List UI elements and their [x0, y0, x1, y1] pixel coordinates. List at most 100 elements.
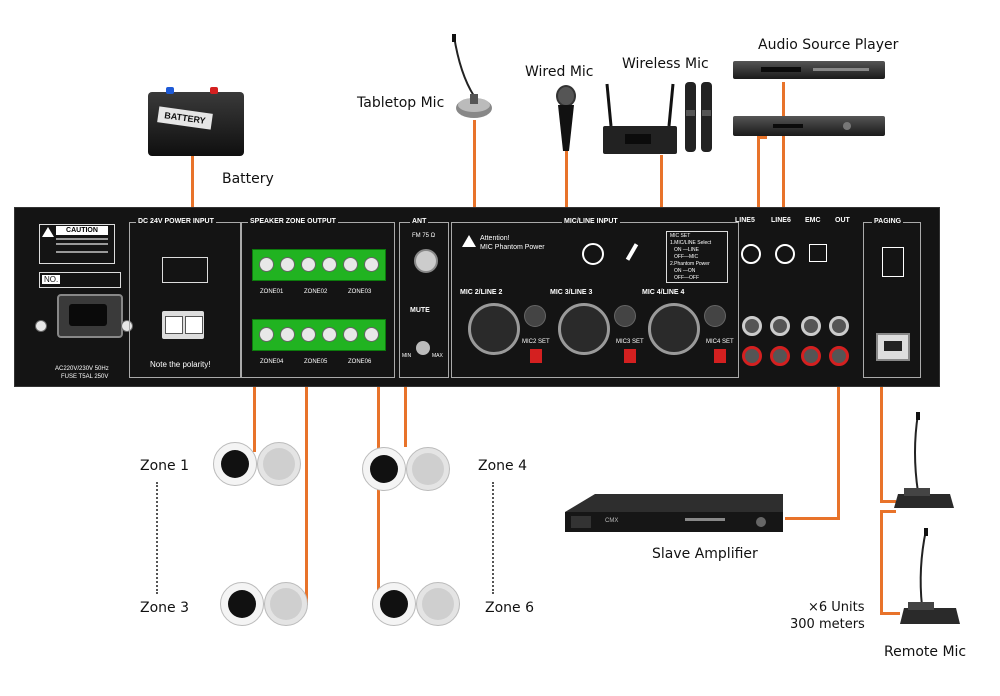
- dip-switch: [530, 349, 542, 363]
- zone6-speakers: [372, 580, 460, 626]
- rca-jack: [801, 316, 821, 336]
- mic-input-label: MIC 3/LINE 3: [550, 289, 593, 296]
- zone-terminal-block-1: [252, 249, 386, 281]
- emc-title: EMC: [805, 217, 821, 224]
- mic-set-label: MIC2 SET: [522, 339, 550, 345]
- antenna-connector: [414, 249, 438, 273]
- remote-mic-wire-v1: [880, 362, 883, 502]
- rca-jack: [770, 316, 790, 336]
- mic-set-line: 1.MIC/LINE Select: [670, 240, 712, 246]
- zone3-label: Zone 3: [140, 600, 189, 616]
- slave-amp-brand: CMX: [605, 518, 619, 524]
- xlr-input-2: [468, 303, 520, 355]
- zone3-wire: [305, 347, 308, 605]
- ac-power-socket: [57, 294, 123, 338]
- paging-title: PAGING: [872, 218, 904, 225]
- fm-label: FM 75 Ω: [412, 233, 436, 239]
- terminal-screw: [301, 327, 316, 342]
- wireless-mic-device: [601, 80, 717, 156]
- remote-mic-wire-h2: [880, 510, 896, 513]
- zone-left-divider: [156, 482, 158, 594]
- mic-input-label: MIC 2/LINE 2: [460, 289, 503, 296]
- serial-number-box: NO.: [39, 272, 121, 288]
- remote-mic-wire-v2: [880, 510, 883, 614]
- rca-jack: [742, 316, 762, 336]
- paging-mic-icon: [882, 247, 904, 277]
- remote-mic-label: Remote Mic: [884, 644, 967, 660]
- knob-max-label: MAX: [432, 353, 443, 359]
- zone-label: ZONE04: [260, 359, 284, 365]
- mic-set-line: ON —LINE: [674, 247, 700, 253]
- panel-screw: [121, 320, 133, 332]
- slave-amplifier-device: CMX: [565, 492, 783, 534]
- mute-title: MUTE: [408, 307, 432, 314]
- dc-terminal-block: [162, 311, 204, 339]
- remote-mic-2: [900, 528, 960, 628]
- slave-amp-wire-v: [837, 330, 840, 520]
- mic-set-title: MIC SET: [670, 233, 691, 239]
- caution-title: CAUTION: [56, 226, 108, 235]
- tabletop-mic-device: [450, 34, 496, 122]
- ant-title: ANT: [410, 218, 429, 225]
- xlr-input-3: [558, 303, 610, 355]
- remote-mic-wire-h1: [880, 500, 896, 503]
- wired-mic-device: [553, 85, 579, 153]
- fuse-rating-text: FUSE T5AL 250V: [61, 374, 109, 380]
- warning-icon: [42, 227, 54, 237]
- battery-device: BATTERY: [148, 84, 248, 156]
- zone6-label: Zone 6: [485, 600, 534, 616]
- zone-right-divider: [492, 482, 494, 594]
- tabletop-mic-label: Tabletop Mic: [357, 95, 445, 111]
- terminal-screw: [322, 327, 337, 342]
- mic-set-line: OFF—OFF: [674, 275, 699, 281]
- zone1-label: Zone 1: [140, 458, 189, 474]
- rj45-port: [876, 333, 910, 361]
- audio-player-2: [733, 116, 885, 136]
- terminal-screw: [343, 257, 358, 272]
- mic-set-line: OFF—MIC: [674, 254, 699, 260]
- slave-amplifier-label: Slave Amplifier: [652, 546, 758, 562]
- mic-set-line: 2.Phantom Power: [670, 261, 710, 267]
- attention-icon: [462, 235, 476, 247]
- dip-switch: [714, 349, 726, 363]
- xlr-male-connector: [524, 305, 546, 327]
- dc-input-title: DC 24V POWER INPUT: [136, 218, 216, 225]
- cd-icon: [741, 244, 761, 264]
- distance-label: 300 meters: [790, 617, 865, 632]
- terminal-screw: [364, 327, 379, 342]
- dc-input-section: DC 24V POWER INPUT Note the polarity!: [129, 218, 241, 378]
- zone-label: ZONE03: [348, 289, 372, 295]
- line6-title: LINE6: [771, 217, 791, 224]
- emergency-exit-icon: [809, 244, 827, 262]
- zone3-speakers: [220, 580, 308, 626]
- terminal-screw: [343, 327, 358, 342]
- zone-label: ZONE06: [348, 359, 372, 365]
- rca-jack: [829, 316, 849, 336]
- serial-number-label: NO.: [42, 275, 61, 284]
- terminal-screw: [280, 257, 295, 272]
- cd-icon: [775, 244, 795, 264]
- mic-set-label: MIC4 SET: [706, 339, 734, 345]
- terminal-screw: [259, 257, 274, 272]
- attention-text: Attention!: [480, 235, 510, 242]
- mic-set-label: MIC3 SET: [616, 339, 644, 345]
- power-rating-text: AC220V/230V 50Hz: [55, 366, 109, 372]
- rca-jack: [770, 346, 790, 366]
- terminal-screw: [322, 257, 337, 272]
- panel-screw: [35, 320, 47, 332]
- speaker-output-title: SPEAKER ZONE OUTPUT: [248, 218, 338, 225]
- out-title: OUT: [835, 217, 850, 224]
- slave-amp-wire-h: [785, 517, 840, 520]
- zone-label: ZONE05: [304, 359, 328, 365]
- battery-label-text: Battery: [222, 171, 274, 187]
- rca-jack: [801, 346, 821, 366]
- cd-icon: [582, 243, 604, 265]
- terminal-screw: [364, 257, 379, 272]
- terminal-screw: [259, 327, 274, 342]
- zone-terminal-block-2: [252, 319, 386, 351]
- xlr-male-connector: [614, 305, 636, 327]
- terminal-screw: [301, 257, 316, 272]
- mic-line-input-title: MIC/LINE INPUT: [562, 218, 620, 225]
- audio-source-player-label: Audio Source Player: [758, 37, 899, 53]
- zone4-label: Zone 4: [478, 458, 527, 474]
